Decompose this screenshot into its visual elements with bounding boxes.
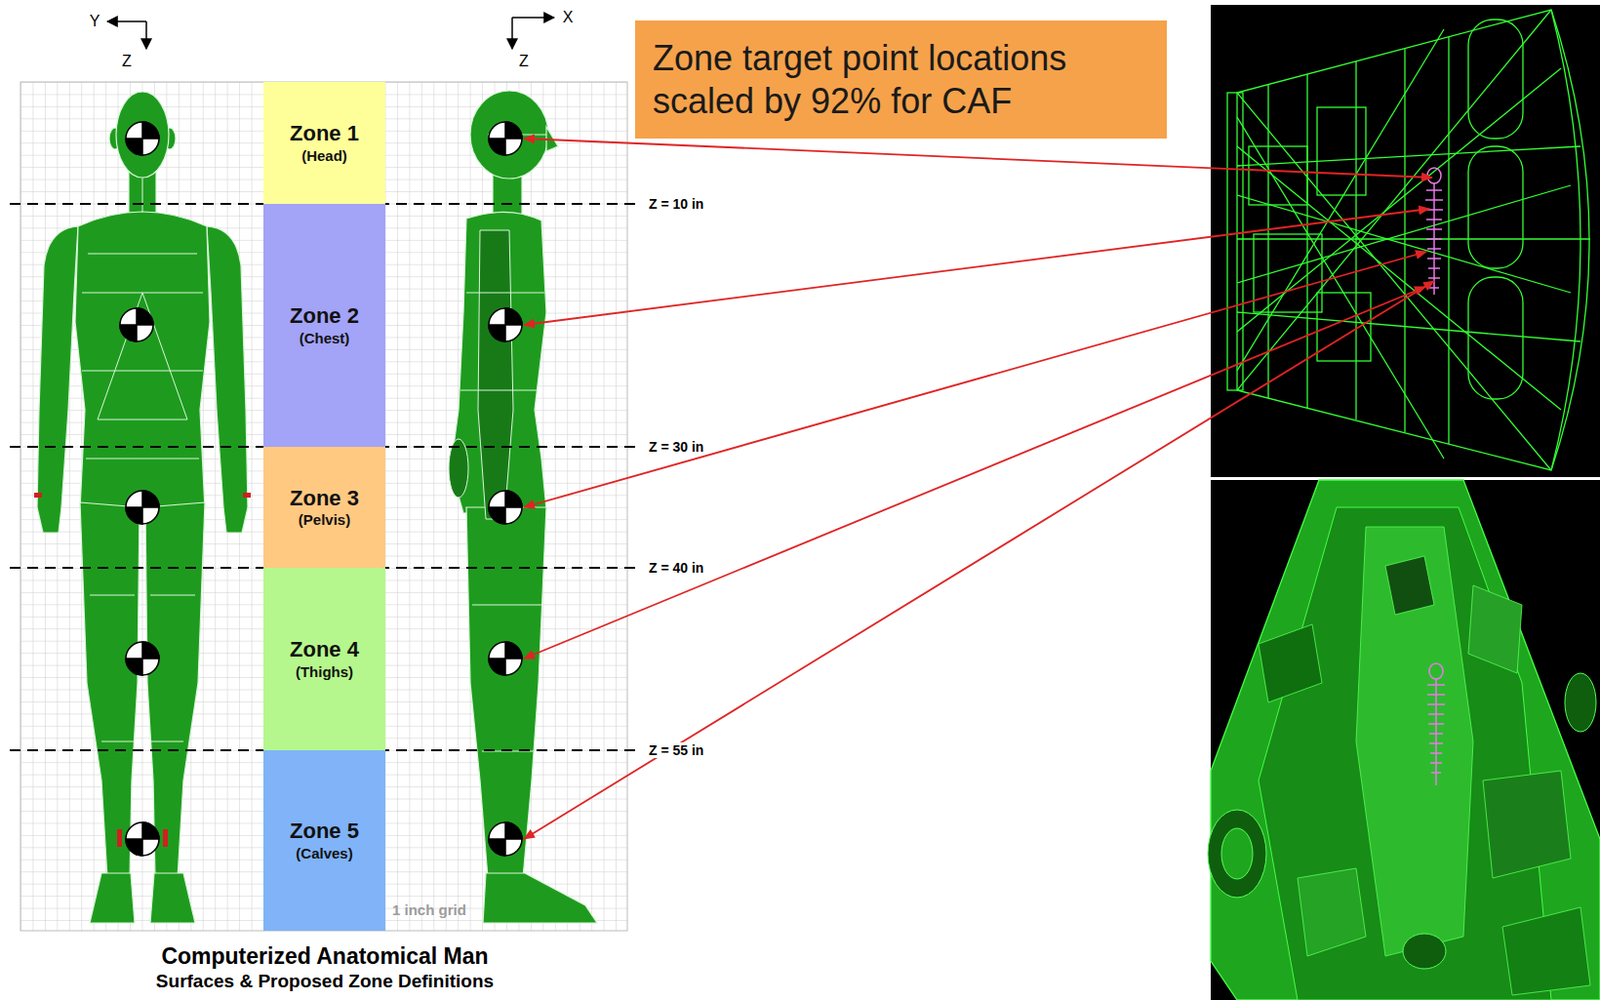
dimension-label: Z = 30 in: [645, 439, 707, 455]
zone-title: Zone 3: [289, 485, 360, 512]
zone-title: Zone 5: [289, 818, 360, 844]
caption: Computerized Anatomical Man: [160, 943, 488, 969]
axis-label: X: [562, 8, 574, 27]
zone-subtitle: (Calves): [295, 844, 353, 863]
axis-label: Z: [121, 52, 132, 71]
callout-box: Zone target point locations scaled by 92…: [635, 20, 1167, 139]
dimension-label: Z = 10 in: [645, 196, 707, 212]
zone-title: Zone 2: [289, 303, 360, 329]
zone-band: Zone 5(Calves): [263, 750, 386, 931]
zone-title: Zone 1: [289, 120, 360, 147]
grid-note: 1 inch grid: [392, 901, 467, 919]
callout-text: Zone target point locations scaled by 92…: [652, 37, 1150, 123]
zone-subtitle: (Head): [301, 147, 348, 165]
dimension-label: Z = 40 in: [645, 560, 707, 576]
zone-band: Zone 4(Thighs): [263, 567, 386, 751]
zone-band: Zone 2(Chest): [263, 203, 386, 447]
zone-band: Zone 1(Head): [263, 81, 386, 204]
zone-subtitle: (Chest): [299, 329, 351, 348]
zone-title: Zone 4: [289, 637, 360, 663]
zone-band: Zone 3(Pelvis): [263, 446, 386, 568]
dimension-label: Z = 55 in: [645, 742, 707, 759]
axis-label: Y: [89, 12, 101, 31]
axis-label: Z: [519, 52, 529, 71]
zone-subtitle: (Pelvis): [298, 511, 351, 529]
subtitle: Surfaces & Proposed Zone Definitions: [156, 970, 494, 993]
zone-subtitle: (Thighs): [295, 663, 354, 681]
